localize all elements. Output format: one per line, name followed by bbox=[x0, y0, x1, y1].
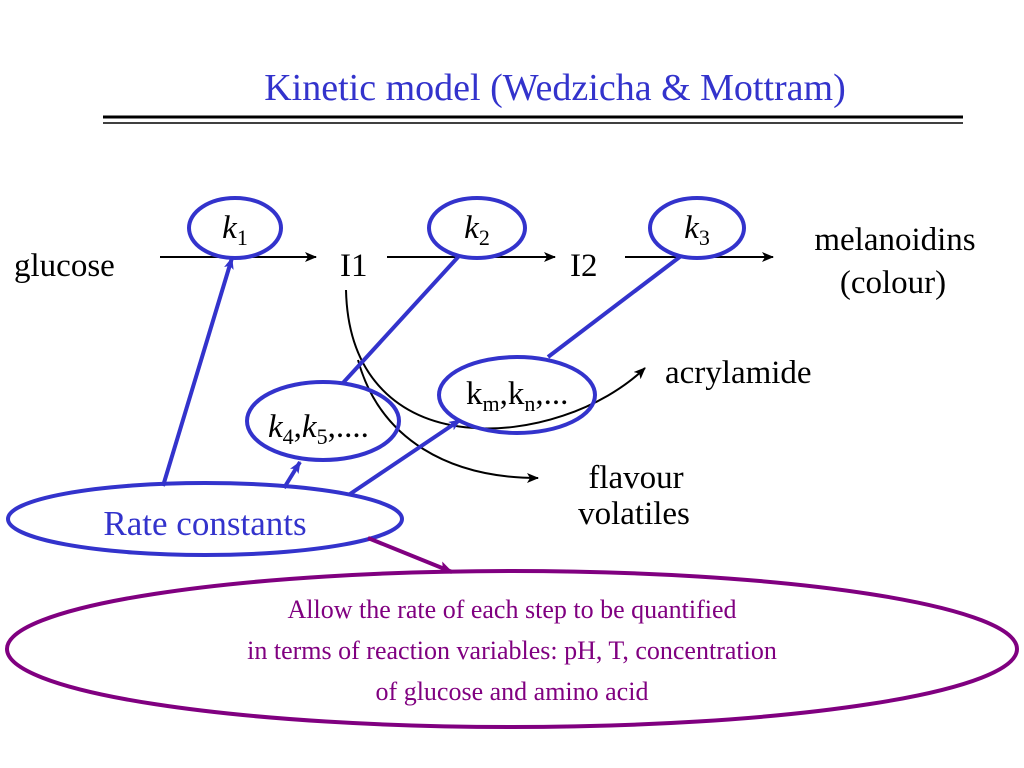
species-volatiles: volatiles bbox=[578, 496, 690, 532]
arrow-i1-to-acrylamide bbox=[345, 289, 646, 430]
arrow-rate-to-k45 bbox=[282, 460, 302, 490]
arrow-rate-to-kmn bbox=[348, 418, 462, 496]
kn-subscript: n bbox=[524, 391, 535, 416]
arrow-rate-to-note bbox=[367, 536, 453, 574]
k1-subscript: 1 bbox=[237, 225, 248, 250]
k3-ellipse bbox=[648, 196, 746, 260]
k5-subscript: 5 bbox=[317, 424, 328, 449]
arrow-rate-to-k1 bbox=[161, 257, 234, 487]
species-melanoidins: melanoidins bbox=[814, 222, 975, 258]
species-glucose: glucose bbox=[14, 248, 115, 284]
note-line-2: in terms of reaction variables: pH, T, c… bbox=[247, 636, 777, 665]
species-flavour: flavour bbox=[588, 460, 683, 496]
k5-symbol: k bbox=[302, 409, 318, 445]
page-title: Kinetic model (Wedzicha & Mottram) bbox=[264, 67, 846, 109]
k2-subscript: 2 bbox=[479, 225, 490, 250]
k2-ellipse bbox=[427, 196, 527, 260]
km-kn-tail: ,... bbox=[535, 376, 568, 412]
km-kn-separator: , bbox=[500, 376, 508, 412]
km-subscript: m bbox=[483, 391, 500, 416]
k4-k5-ellipse bbox=[245, 380, 401, 462]
link-k45-to-k2 bbox=[340, 254, 461, 386]
rate-constants-ellipse bbox=[6, 481, 404, 557]
k1-ellipse bbox=[187, 196, 283, 260]
k1-label: k1 bbox=[222, 210, 248, 250]
k4-k5-tail: ,.... bbox=[328, 409, 369, 445]
k3-label: k3 bbox=[684, 210, 710, 250]
k4-subscript: 4 bbox=[283, 424, 294, 449]
k1-symbol: k bbox=[222, 210, 238, 246]
species-melanoidins-colour: (colour) bbox=[840, 265, 946, 301]
species-acrylamide: acrylamide bbox=[665, 355, 812, 391]
k4-symbol: k bbox=[268, 409, 284, 445]
kn-symbol: k bbox=[508, 376, 525, 412]
note-line-3: of glucose and amino acid bbox=[376, 677, 649, 706]
km-kn-label: km,kn,... bbox=[466, 376, 568, 416]
link-kmn-to-k3 bbox=[546, 254, 683, 359]
k4-k5-separator: , bbox=[294, 409, 302, 445]
k2-symbol: k bbox=[464, 210, 480, 246]
k3-symbol: k bbox=[684, 210, 700, 246]
km-kn-ellipse bbox=[437, 355, 597, 435]
note-ellipse bbox=[5, 569, 1019, 729]
k4-k5-label: k4,k5,.... bbox=[268, 409, 369, 449]
species-i2: I2 bbox=[570, 248, 598, 284]
rate-constants-label: Rate constants bbox=[103, 504, 306, 543]
k2-label: k2 bbox=[464, 210, 490, 250]
k3-subscript: 3 bbox=[699, 225, 710, 250]
species-i1: I1 bbox=[340, 248, 368, 284]
km-symbol: k bbox=[466, 376, 483, 412]
note-line-1: Allow the rate of each step to be quanti… bbox=[287, 595, 736, 624]
